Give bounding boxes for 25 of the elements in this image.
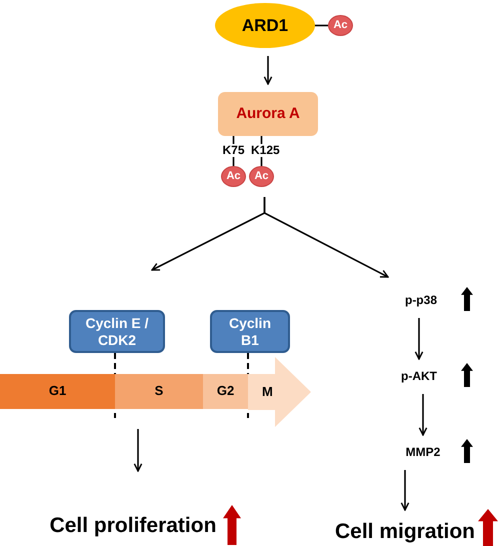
arrow: [418, 394, 428, 436]
acetyl-circle: Ac: [221, 166, 246, 187]
arrow: [414, 318, 424, 360]
arrow: [264, 56, 272, 85]
cyclin-box: Cyclin E / CDK2: [69, 310, 165, 353]
edge-label: K125: [250, 144, 281, 157]
acetyl-circle: Ac: [328, 15, 353, 36]
phase-band: [248, 357, 311, 427]
outcome-text: Cell proliferation: [46, 511, 220, 541]
phase-band: G1: [0, 374, 115, 409]
arrow: [400, 470, 410, 511]
arrow: [134, 429, 142, 472]
arrow: [264, 197, 389, 278]
phase-band: S: [115, 374, 203, 409]
protein-text: p-AKT: [396, 367, 442, 386]
protein-text: p-p38: [396, 291, 446, 310]
protein-box: Aurora A: [218, 92, 318, 136]
protein-ellipse: ARD1: [215, 3, 315, 48]
outcome-text: Cell migration: [332, 518, 478, 546]
phase-band: G2: [203, 374, 248, 409]
protein-text: MMP2: [398, 443, 448, 462]
phase-label: M: [262, 384, 273, 400]
cyclin-box: Cyclin B1: [210, 310, 290, 353]
edge-label: K75: [222, 144, 246, 157]
acetyl-circle: Ac: [249, 166, 274, 187]
